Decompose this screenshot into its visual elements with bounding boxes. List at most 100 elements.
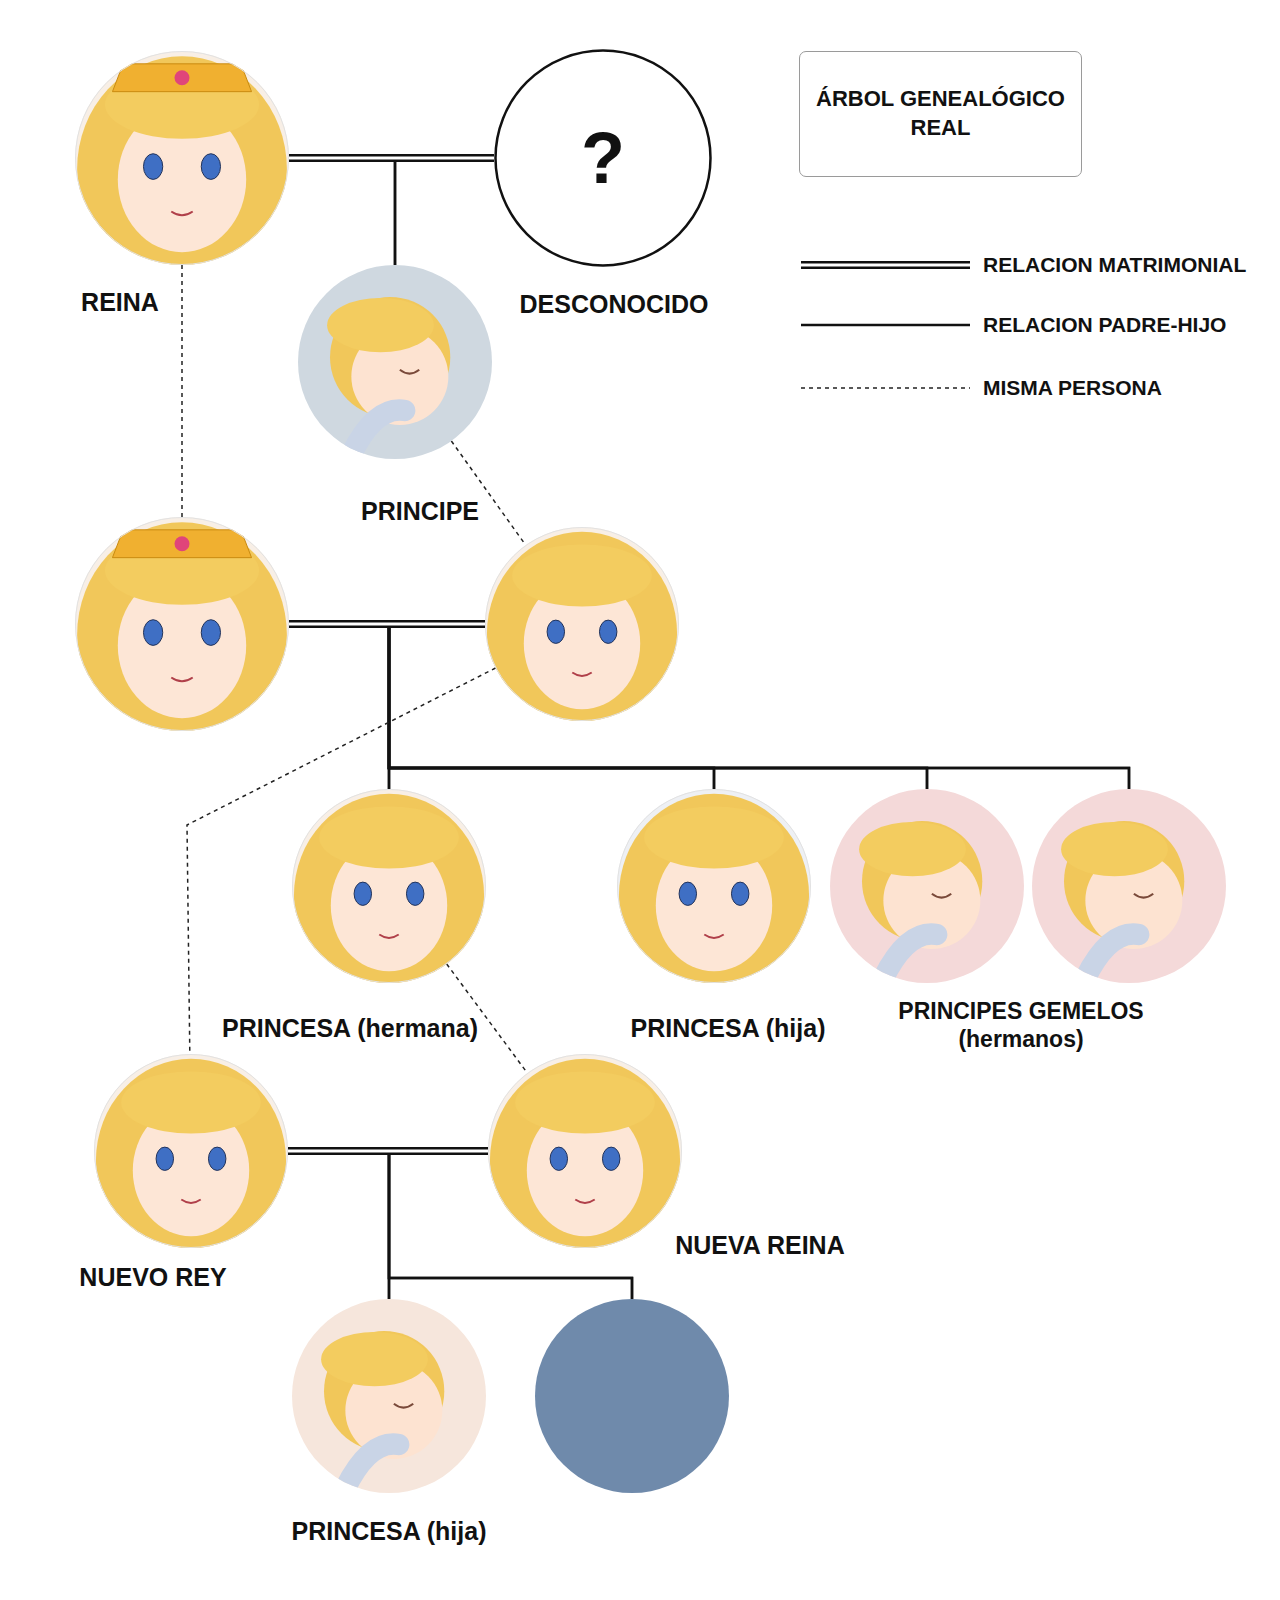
portrait-illustration: [830, 789, 1024, 983]
portrait-background: [292, 1299, 486, 1493]
portrait: [298, 265, 492, 459]
legend-sample: [801, 324, 970, 327]
portrait-illustration: [75, 51, 289, 265]
mouth: [572, 673, 591, 676]
closed-eye: [400, 370, 419, 374]
eye: [143, 620, 162, 646]
legend-text: RELACION MATRIMONIAL: [983, 252, 1246, 277]
legend-text: RELACION PADRE-HIJO: [983, 312, 1226, 337]
eye: [602, 1147, 619, 1170]
parent-child-line: [395, 158, 494, 265]
eye: [143, 154, 162, 180]
portrait-rim: [95, 1055, 288, 1248]
empty-circle: [535, 1299, 729, 1493]
portrait-background: [830, 789, 1024, 983]
portrait-illustration: [298, 265, 492, 459]
person-circle: [485, 527, 679, 721]
hair-bangs: [1061, 822, 1168, 876]
eye: [354, 882, 371, 905]
hair-bangs: [644, 806, 784, 868]
crown-gem: [175, 536, 190, 551]
same-person-line: [187, 668, 496, 1054]
eye: [201, 154, 220, 180]
portrait: [830, 789, 1024, 983]
portrait-illustration: [488, 1054, 682, 1248]
portrait-illustration: [1032, 789, 1226, 983]
hair-bangs: [321, 1332, 428, 1386]
portrait-rim: [618, 790, 811, 983]
portrait-background: [298, 265, 492, 459]
eye: [201, 620, 220, 646]
title-box: ÁRBOL GENEALÓGICO REAL: [799, 51, 1082, 177]
person-circle: PRINCESA (hija): [292, 1299, 486, 1493]
parent-child-line: [389, 624, 485, 789]
person-circle: PRINCESA (hermana): [292, 789, 486, 983]
legend-text: MISMA PERSONA: [983, 375, 1162, 400]
person-circle: [75, 517, 289, 731]
hair: [294, 794, 484, 983]
mouth: [171, 678, 192, 682]
portrait-illustration: [94, 1054, 288, 1248]
closed-eye: [932, 894, 951, 898]
portrait-rim: [486, 528, 679, 721]
person-circle: NUEVO REY: [94, 1054, 288, 1248]
portrait-rim: [76, 518, 289, 731]
glove: [351, 410, 404, 454]
unknown-mark: ?: [581, 122, 625, 194]
person-label: PRINCIPE: [361, 497, 479, 526]
hair-bangs: [859, 822, 966, 876]
person-circle: NUEVA REINA: [488, 1054, 682, 1248]
portrait-illustration: [485, 527, 679, 721]
marriage-line: [289, 154, 494, 162]
person-circle: PRINCESA (hija): [617, 789, 811, 983]
hair-bangs: [327, 298, 434, 352]
parent-child-line: [288, 1151, 389, 1299]
marriage-line-gap: [801, 264, 970, 267]
hair-bangs: [319, 806, 459, 868]
closed-eye: [1134, 894, 1153, 898]
mouth: [171, 212, 192, 216]
marriage-line-gap: [289, 623, 485, 626]
person-circle: ?DESCONOCIDO: [494, 49, 712, 267]
mouth: [181, 1200, 200, 1203]
portrait: [292, 1299, 486, 1493]
person-label: PRINCESA (hija): [631, 1014, 826, 1043]
person-label: NUEVA REINA: [675, 1231, 844, 1260]
person-label: NUEVO REY: [79, 1263, 226, 1292]
hair: [77, 522, 287, 731]
portrait: [617, 789, 811, 983]
hair: [487, 532, 677, 721]
marriage-line-gap: [289, 157, 494, 160]
portrait-rim: [293, 790, 486, 983]
legend-sample: [801, 261, 970, 269]
person-label: REINA: [81, 288, 159, 317]
legend-sample: [801, 387, 970, 389]
portrait-illustration: [617, 789, 811, 983]
eye: [599, 620, 616, 643]
glove: [345, 1444, 398, 1488]
crown: [112, 530, 251, 558]
closed-eye: [394, 1404, 413, 1408]
person-circle: [1032, 789, 1226, 983]
portrait-illustration: [535, 1299, 729, 1493]
person-label: PRINCESA (hija): [292, 1517, 487, 1546]
eye: [550, 1147, 567, 1170]
glove: [883, 934, 936, 978]
person-circle: REINA: [75, 51, 289, 265]
person-circle: [535, 1299, 729, 1493]
person-circle: PRINCIPE: [298, 265, 492, 459]
parent-child-line: [289, 624, 389, 789]
portrait: [485, 527, 679, 721]
glove: [1085, 934, 1138, 978]
eye: [156, 1147, 173, 1170]
portrait: [75, 517, 289, 731]
eye: [547, 620, 564, 643]
hair: [77, 56, 287, 265]
portrait-illustration: [75, 517, 289, 731]
marriage-line-gap: [288, 1150, 488, 1153]
person-label: DESCONOCIDO: [520, 290, 709, 319]
hair-bangs: [512, 544, 652, 606]
same-person-line: [181, 265, 183, 517]
parent-child-line: [289, 624, 1129, 789]
mouth: [575, 1200, 594, 1203]
